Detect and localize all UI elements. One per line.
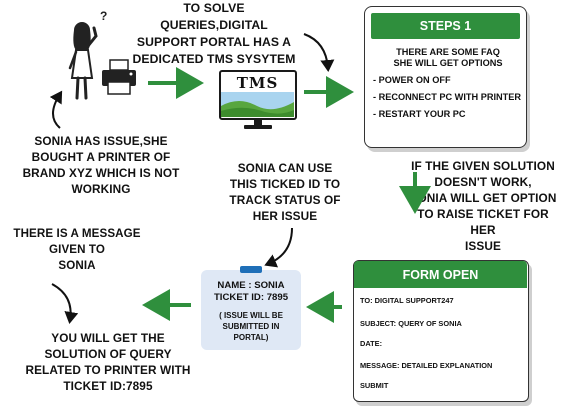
steps-list: - POWER ON OFF - RECONNECT PC WITH PRINT… — [373, 75, 525, 126]
ticket-id-line: TICKET ID: 7895 — [213, 292, 289, 303]
given-solution-line: ISSUE — [465, 239, 501, 253]
form-submit[interactable]: SUBMIT — [360, 381, 389, 390]
form-date: DATE: — [360, 339, 383, 348]
sonia-issue-line: BOUGHT A PRINTER OF — [31, 150, 171, 164]
step-item: - POWER ON OFF — [373, 75, 451, 85]
ticket-note-line: SUBMITTED IN — [222, 322, 280, 331]
arrow-sonia-to-woman — [49, 90, 63, 129]
intro-line: DEDICATED TMS SYSYTEM — [132, 52, 296, 66]
solution-line: YOU WILL GET THE — [51, 331, 165, 345]
solution-line: RELATED TO PRINTER WITH — [25, 363, 191, 377]
solution-text: YOU WILL GET THE SOLUTION OF QUERY RELAT… — [3, 330, 213, 394]
ticket-note-line: ( ISSUE WILL BE — [219, 311, 283, 320]
intro-line: QUERIES,DIGITAL — [160, 18, 268, 32]
ticket-note-line: PORTAL) — [233, 333, 269, 342]
steps-card: STEPS 1 THERE ARE SOME FAQ SHE WILL GET … — [364, 6, 527, 148]
sonia-issue-line: SONIA HAS ISSUE,SHE — [34, 134, 168, 148]
steps-intro: THERE ARE SOME FAQ SHE WILL GET OPTIONS — [373, 47, 523, 69]
given-solution-line: IF THE GIVEN SOLUTION — [411, 159, 555, 173]
message-line: THERE IS A MESSAGE — [13, 227, 141, 240]
ticket-use-text: SONIA CAN USE THIS TICKED ID TO TRACK ST… — [210, 160, 360, 224]
printer-icon — [102, 59, 136, 95]
solution-line: TICKET ID:7895 — [63, 379, 153, 393]
form-title: FORM OPEN — [354, 261, 527, 288]
given-solution-line: DOESN'T WORK, — [434, 175, 532, 189]
arrow-ticket-use-to-badge — [264, 227, 293, 268]
landscape-icon — [221, 92, 294, 117]
svg-text:?: ? — [100, 9, 107, 23]
ticket-use-line: TRACK STATUS OF — [229, 193, 341, 207]
sonia-issue-text: SONIA HAS ISSUE,SHE BOUGHT A PRINTER OF … — [10, 133, 192, 197]
form-to: TO: DIGITAL SUPPORT247 — [360, 296, 454, 305]
ticket-use-line: THIS TICKED ID TO — [229, 177, 341, 191]
monitor-icon: TMS — [219, 70, 297, 120]
ticket-badge: NAME : SONIA TICKET ID: 7895 ( ISSUE WIL… — [201, 270, 301, 350]
confused-woman-icon: ? — [68, 9, 107, 100]
ticket-use-line: SONIA CAN USE — [237, 161, 333, 175]
monitor-stand-icon — [244, 119, 272, 129]
message-line: SONIA — [58, 259, 96, 272]
sonia-issue-line: WORKING — [71, 182, 131, 196]
ticket-name: NAME : SONIA TICKET ID: 7895 — [201, 280, 301, 304]
given-solution-line: SONIA WILL GET OPTION — [409, 191, 557, 205]
given-solution-line: TO RAISE TICKET FOR — [417, 207, 549, 221]
pin-icon — [240, 266, 262, 273]
ticket-name-line: NAME : SONIA — [217, 280, 285, 291]
intro-line: SUPPORT PORTAL HAS A — [136, 35, 292, 49]
step-item: - RESTART YOUR PC — [373, 109, 466, 119]
monitor-label: TMS — [236, 74, 279, 92]
steps-intro-line: SHE WILL GET OPTIONS — [393, 58, 503, 68]
solution-line: SOLUTION OF QUERY — [44, 347, 172, 361]
given-solution-text: IF THE GIVEN SOLUTION DOESN'T WORK, SONI… — [382, 158, 584, 254]
intro-line: TO SOLVE — [183, 1, 245, 15]
arrow-message-to-solution — [51, 283, 79, 324]
ticket-note: ( ISSUE WILL BE SUBMITTED IN PORTAL) — [201, 310, 301, 343]
ticket-use-line: HER ISSUE — [252, 209, 318, 223]
given-solution-line: HER — [470, 223, 496, 237]
form-subject: SUBJECT: QUERY OF SONIA — [360, 319, 462, 328]
steps-intro-line: THERE ARE SOME FAQ — [396, 47, 500, 57]
intro-text: TO SOLVE QUERIES,DIGITAL SUPPORT PORTAL … — [108, 0, 320, 68]
form-message: MESSAGE: DETAILED EXPLANATION — [360, 361, 493, 370]
step-item: - RECONNECT PC WITH PRINTER — [373, 92, 522, 102]
steps-title: STEPS 1 — [371, 13, 520, 39]
message-line: GIVEN TO — [49, 243, 105, 256]
form-card: FORM OPEN TO: DIGITAL SUPPORT247 SUBJECT… — [353, 260, 529, 402]
sonia-issue-line: BRAND XYZ WHICH IS NOT — [22, 166, 180, 180]
message-text: THERE IS A MESSAGE GIVEN TO SONIA — [2, 226, 152, 274]
